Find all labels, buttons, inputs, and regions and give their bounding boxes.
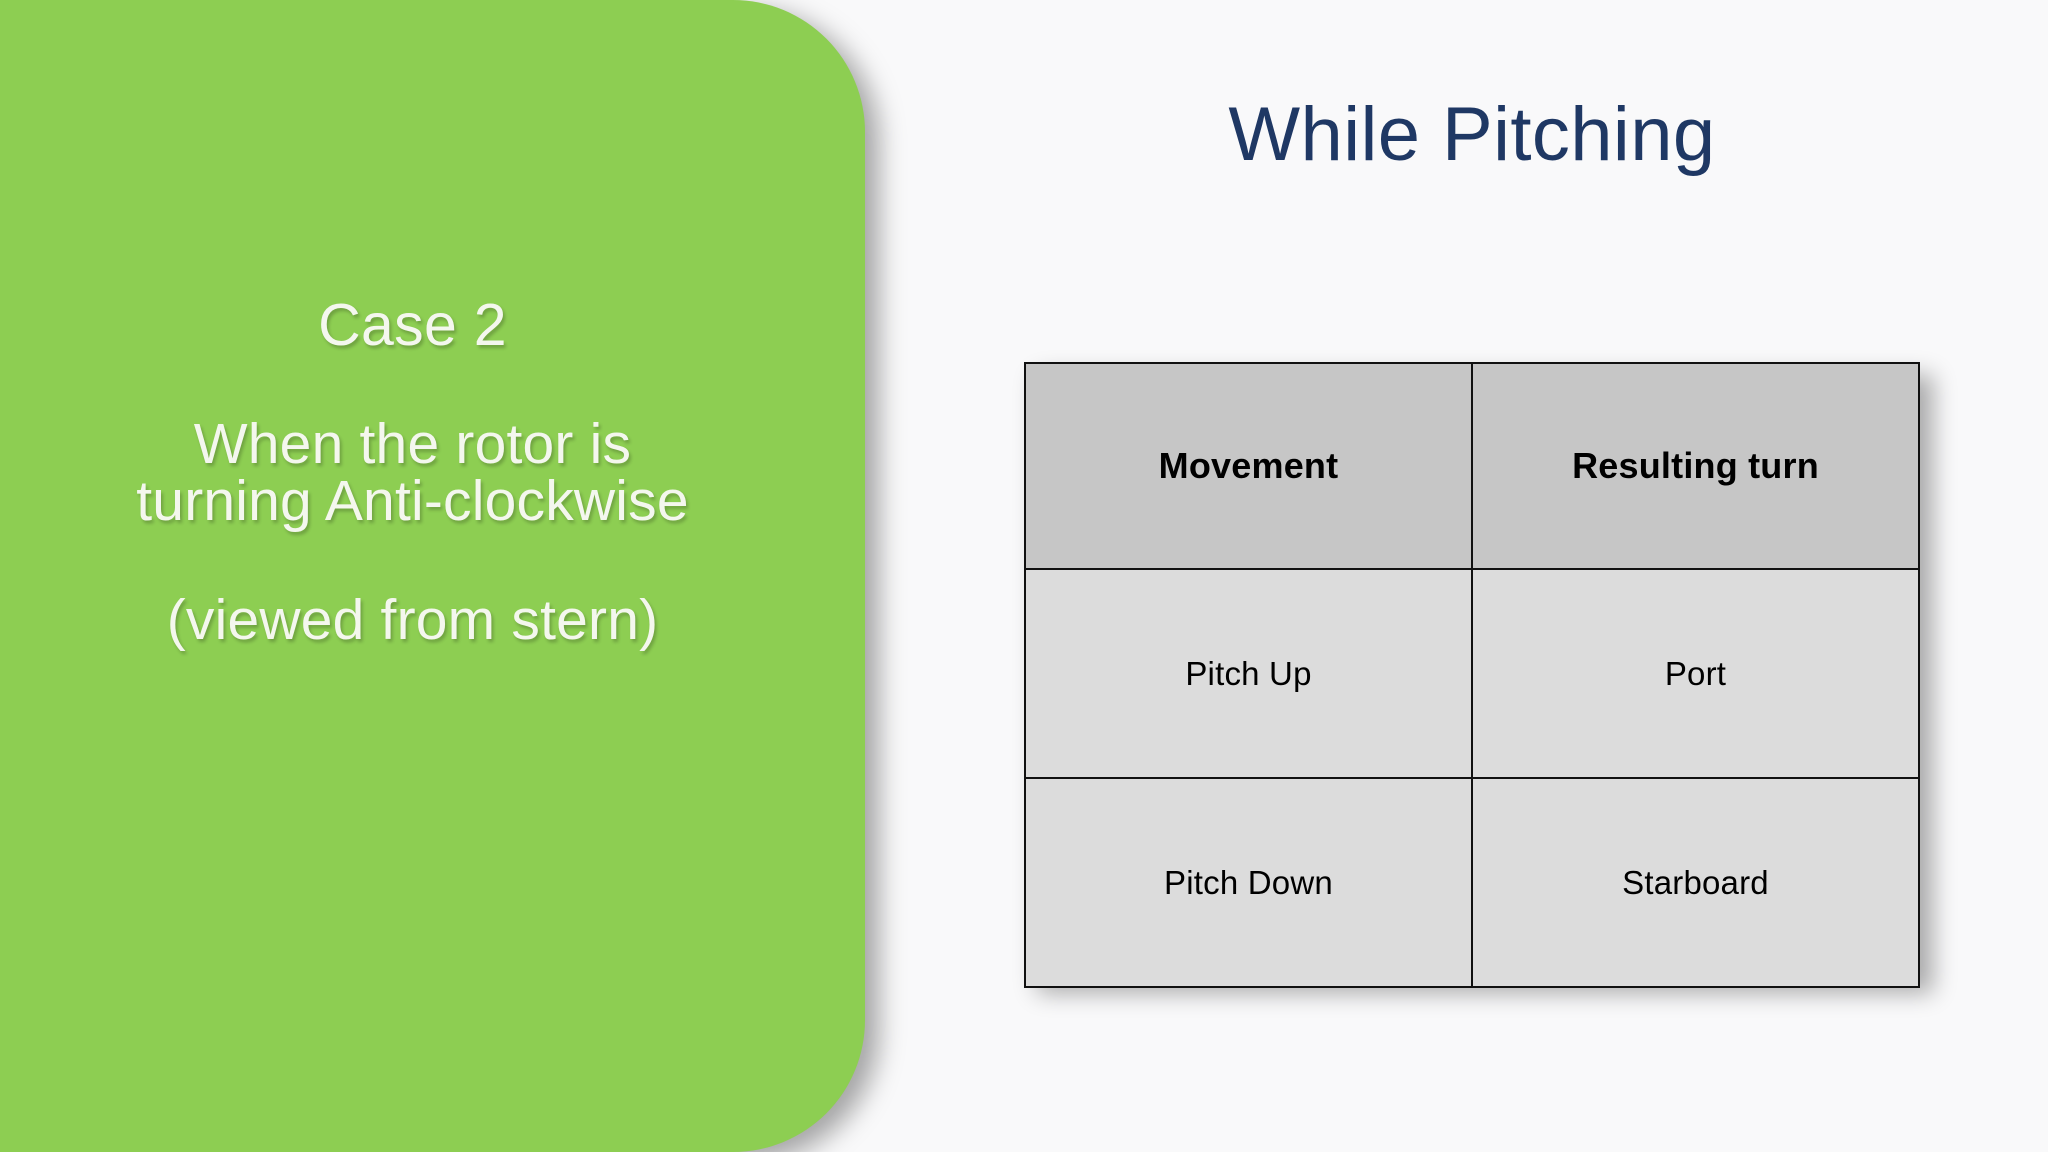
viewpoint-note: (viewed from stern) [166, 587, 659, 652]
table-row: Pitch Down Starboard [1024, 777, 1920, 988]
table-body: Pitch Up Port Pitch Down Starboard [1024, 568, 1920, 988]
column-header-resulting-turn: Resulting turn [1471, 362, 1920, 570]
case-panel: Case 2 When the rotor is turning Anti-cl… [0, 0, 865, 1152]
rotor-description-line-1: When the rotor is [193, 411, 632, 476]
cell-movement: Pitch Up [1024, 568, 1473, 779]
pitching-table-container: Movement Resulting turn Pitch Up Port Pi… [1024, 362, 1920, 988]
table-header-row: Movement Resulting turn [1024, 362, 1920, 570]
cell-resulting-turn: Starboard [1471, 777, 1920, 988]
pitching-table: Movement Resulting turn Pitch Up Port Pi… [1024, 362, 1920, 988]
cell-movement: Pitch Down [1024, 777, 1473, 988]
page-title: While Pitching [1228, 92, 1716, 177]
cell-resulting-turn: Port [1471, 568, 1920, 779]
rotor-description: When the rotor is turning Anti-clockwise [0, 411, 825, 533]
rotor-description-line-2: turning Anti-clockwise [136, 468, 689, 533]
table-header: Movement Resulting turn [1024, 362, 1920, 570]
case-label: Case 2 [318, 292, 507, 358]
table-row: Pitch Up Port [1024, 568, 1920, 779]
column-header-movement: Movement [1024, 362, 1473, 570]
case-panel-text-block: Case 2 When the rotor is turning Anti-cl… [0, 292, 825, 652]
